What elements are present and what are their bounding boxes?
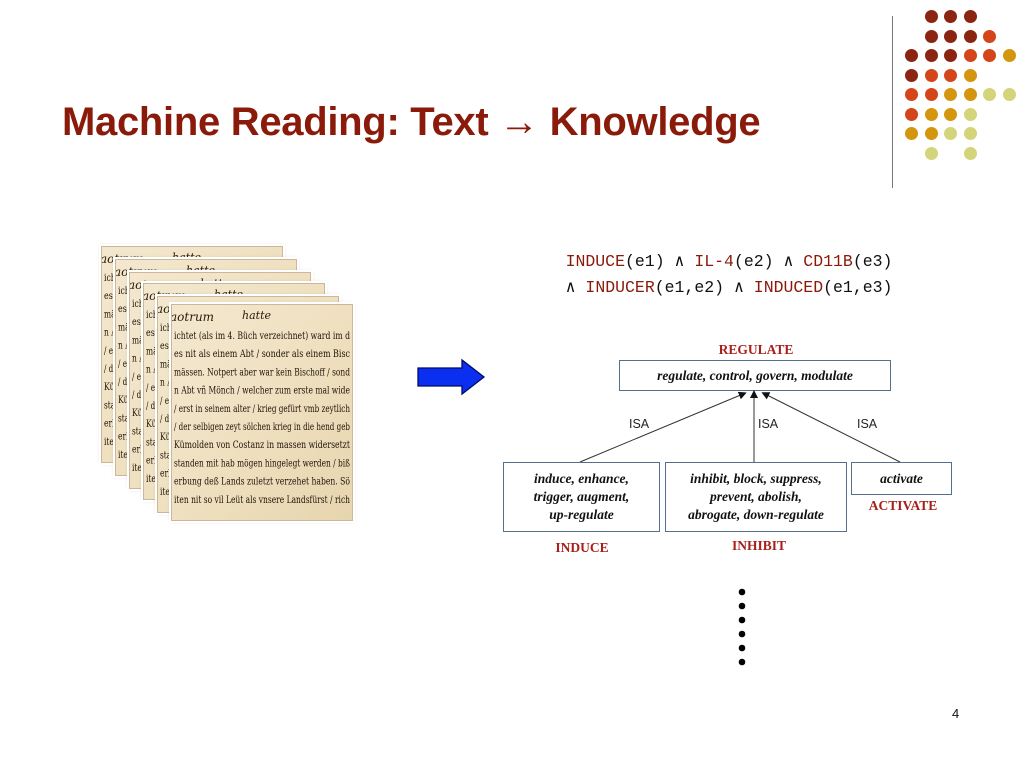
svg-text:aotrum: aotrum [172, 310, 214, 324]
decorative-dot [924, 10, 938, 23]
decorative-dot [963, 88, 977, 101]
decorative-dot [944, 127, 957, 140]
logical-form-line-1: INDUCE(e1) ∧ IL-4(e2) ∧ CD11B(e3) [490, 251, 968, 271]
inhibit-label: INHIBIT [731, 538, 787, 553]
decorative-dot [944, 10, 957, 23]
scan-text-line: ichtet (als im 4. Büch verzeichnet) ward… [174, 330, 350, 342]
decorative-dot [1002, 88, 1016, 101]
decorative-dot [963, 29, 977, 43]
induce-label: INDUCE [555, 540, 609, 555]
argument-token: (e1) ∧ [625, 252, 695, 271]
decorative-dot [924, 49, 938, 62]
decorative-dot [983, 29, 996, 43]
decorative-dot [963, 107, 977, 121]
decorative-dot [924, 146, 938, 160]
regulate-box: regulate, control, govern, modulate [619, 360, 891, 391]
scan-text-line: standen mit hab mögen hingelegt werden /… [174, 457, 350, 469]
decorative-dot [924, 107, 938, 121]
vertical-ellipsis-icon [738, 588, 746, 666]
inhibit-box: inhibit, block, suppress, prevent, aboli… [665, 462, 847, 532]
decorative-dot [944, 107, 957, 121]
argument-token: (e2) ∧ [733, 252, 804, 271]
isa-label-2: ISA [758, 417, 779, 431]
decorative-dot [944, 49, 957, 62]
decorative-dot [924, 88, 938, 101]
page-number: 4 [952, 706, 960, 721]
decorative-dot [963, 146, 977, 160]
decorative-dot [944, 68, 957, 82]
svg-text:hatte: hatte [242, 309, 271, 322]
induce-text-line: up-regulate [549, 507, 614, 522]
decorative-dot [944, 29, 957, 43]
decorative-dot [924, 29, 938, 43]
scan-text-line: / erst in seinem alter / krieg gefürt vm… [174, 403, 350, 415]
scan-text-line: Kümolden von Costanz in massen widersetz… [174, 439, 351, 451]
decorative-dot [905, 68, 918, 82]
decorative-dot [963, 127, 977, 140]
decorative-dot [963, 68, 977, 82]
scan-text-line: es nit als einem Abt / sonder als einem … [174, 348, 350, 360]
activate-text-line: activate [880, 470, 923, 486]
title-divider [892, 16, 893, 188]
predicate-token: INDUCE [565, 252, 625, 271]
induce-text-line: induce, enhance, [534, 471, 629, 486]
decorative-dot [905, 88, 918, 101]
activate-label: ACTIVATE [868, 498, 938, 513]
predicate-token: IL-4 [694, 252, 734, 271]
scan-text-line: / der selbigen zeyt sölchen krieg in die… [174, 421, 350, 433]
decorative-dot [924, 127, 938, 140]
argument-token: (e1,e3) [823, 278, 893, 297]
right-arrow-icon [417, 358, 486, 396]
induce-text-line: trigger, augment, [533, 489, 630, 504]
regulate-label: REGULATE [718, 342, 794, 357]
predicate-token: INDUCER [585, 278, 655, 297]
isa-label-1: ISA [629, 417, 650, 431]
decorative-dot [944, 88, 957, 101]
decorative-dot [905, 49, 918, 62]
decorative-dot [963, 10, 977, 23]
predicate-token: INDUCED [753, 278, 824, 297]
scan-text-line: iten nit so vil Leüt als vnsere Landsfür… [174, 494, 350, 506]
scan-text-line: n Abt vñ Mönch / welcher zum erste mal w… [174, 385, 350, 397]
isa-edges [579, 390, 901, 463]
isa-label-3: ISA [857, 417, 878, 431]
scan-text-line: mässen. Notpert aber war kein Bischoff /… [174, 366, 350, 378]
decorative-dot [983, 88, 996, 101]
scan-text-line: erbung deß Lands zuletzt verzehet haben.… [174, 476, 350, 488]
decorative-dot [963, 49, 977, 62]
decorative-dot [905, 127, 918, 140]
decorative-dot [924, 68, 938, 82]
decorative-dot-grid [905, 10, 1016, 170]
argument-token: (e3) [852, 252, 893, 271]
induce-box: induce, enhance, trigger, augment, up-re… [503, 462, 660, 532]
inhibit-text-line: prevent, abolish, [710, 489, 802, 504]
inhibit-text-line: inhibit, block, suppress, [690, 471, 822, 486]
slide-title: Machine Reading: Text → Knowledge [62, 100, 761, 144]
isa-edge-induce [579, 391, 747, 463]
activate-box: activate [851, 462, 952, 495]
logical-form-line-2: ∧ INDUCER(e1,e2) ∧ INDUCED(e1,e3) [490, 277, 968, 297]
isa-edge-activate [761, 392, 901, 463]
text-scan-page: aotrum hatte ichtet (als im 4. Büch verzei… [171, 304, 353, 521]
argument-token: (e1,e2) ∧ [654, 278, 754, 297]
decorative-dot [905, 107, 918, 121]
argument-token: ∧ [565, 278, 586, 297]
decorative-dot [1002, 49, 1016, 62]
inhibit-text-line: abrogate, down-regulate [688, 507, 824, 522]
decorative-dot [983, 49, 996, 62]
predicate-token: CD11B [803, 252, 853, 271]
